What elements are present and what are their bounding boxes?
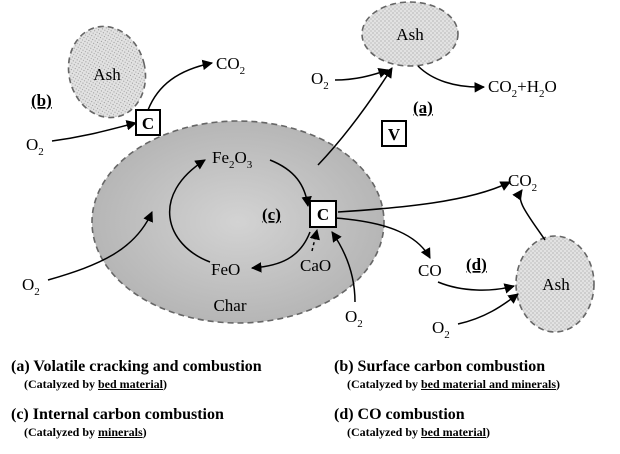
legend-item-d: (d) CO combustion (Catalyzed by bed mate… (334, 405, 490, 440)
step-b-label: (b) (31, 91, 52, 110)
o2-label-a: O2 (311, 69, 329, 92)
c-box-mid (309, 200, 337, 228)
arrow-c-to-co (334, 217, 431, 259)
o2-label-b: O2 (26, 135, 44, 158)
legend-item-b: (b) Surface carbon combustion (Catalyzed… (334, 357, 560, 392)
legend-note-d: (Catalyzed by bed material) (347, 425, 490, 439)
arrow-o2-to-ash-top (334, 68, 389, 81)
legend-title-b: (b) Surface carbon combustion (334, 358, 546, 375)
co2-label-right: CO2 (508, 171, 537, 194)
arrow-c-to-feo (250, 231, 311, 273)
arrow-o2-to-c-mid (331, 231, 356, 303)
o2-label-d: O2 (432, 318, 450, 341)
arrow-fe2o3-to-c (269, 159, 312, 208)
feo-label: FeO (211, 260, 240, 279)
arrow-o2-to-ash-bottom (457, 293, 519, 325)
legend-item-a: (a) Volatile cracking and combustion (Ca… (11, 357, 262, 392)
legend-title-c: (c) Internal carbon combustion (11, 406, 224, 423)
arrow-feo-to-fe2o3 (168, 159, 211, 263)
char-particle (91, 120, 385, 324)
legend-note-a: (Catalyzed by bed material) (24, 377, 167, 391)
arrow-c-to-co2-right (337, 181, 511, 213)
v-box-label: V (388, 125, 401, 144)
ash-particle-top-right (361, 1, 459, 67)
v-box (381, 120, 407, 147)
arrow-c-to-co2-top (147, 59, 214, 111)
o2-label-c-bottom: O2 (345, 307, 363, 330)
arrow-ash-to-co2-right (512, 189, 546, 241)
co2-label-top: CO2 (216, 54, 245, 77)
fe2o3-label: Fe2O3 (212, 148, 253, 171)
char-label: Char (213, 296, 246, 315)
co2-h2o-label: CO2+H2O (488, 77, 557, 100)
legend-item-c: (c) Internal carbon combustion (Catalyze… (11, 405, 224, 440)
c-box-left (135, 109, 161, 136)
c-box-left-label: C (142, 114, 154, 133)
step-d-label: (d) (466, 255, 487, 274)
legend-note-c: (Catalyzed by minerals) (24, 425, 147, 439)
arrow-ash-to-co2h2o (417, 65, 486, 93)
cao-label: CaO (300, 256, 331, 275)
legend-title-a: (a) Volatile cracking and combustion (11, 358, 262, 375)
ash-particle-top-left (67, 25, 147, 119)
legend-note-b: (Catalyzed by bed material and minerals) (347, 377, 560, 391)
ash-label-top-left: Ash (93, 65, 121, 84)
reaction-arrows (47, 59, 546, 325)
ash-label-bottom-right: Ash (542, 275, 570, 294)
o2-label-c-left: O2 (22, 275, 40, 298)
ash-particle-bottom-right (515, 235, 595, 333)
step-c-label: (c) (262, 205, 281, 224)
arrow-o2-to-c-left (51, 120, 138, 142)
ash-label-top-right: Ash (396, 25, 424, 44)
arrow-o2-into-char (47, 211, 153, 281)
step-a-label: (a) (413, 98, 433, 117)
co-label: CO (418, 261, 442, 280)
arrow-co-to-ash (437, 281, 516, 294)
c-box-mid-label: C (317, 205, 329, 224)
arrow-v-to-ash (317, 67, 393, 166)
legend-title-d: (d) CO combustion (334, 406, 465, 423)
